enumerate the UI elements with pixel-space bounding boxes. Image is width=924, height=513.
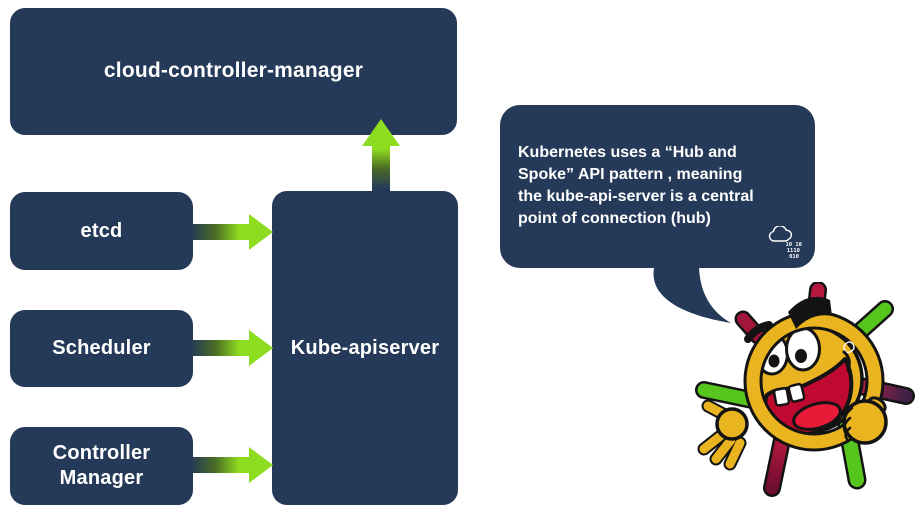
mascot-eyes <box>755 326 821 376</box>
speech-bubble-text: Kubernetes uses a “Hub and Spoke” API pa… <box>518 142 754 230</box>
speech-bubble-line: point of connection (hub) <box>518 210 711 227</box>
node-controller-manager: Controller Manager <box>10 427 193 505</box>
arrow-etcd-to-kube-apiserver <box>191 214 273 250</box>
speech-bubble-line: Spoke” API pattern , meaning <box>518 166 743 183</box>
speech-bubble-line: the kube-api-server is a central <box>518 188 754 205</box>
mascot-eyebrows <box>744 296 832 343</box>
node-label: Controller Manager <box>52 442 151 489</box>
arrow-head-icon <box>249 330 273 366</box>
arrow-shaft <box>372 144 390 195</box>
arrow-shaft <box>191 457 251 473</box>
mascot-right-hand <box>842 396 888 445</box>
node-etcd: etcd <box>10 192 193 270</box>
arrow-head-icon <box>362 119 400 146</box>
node-scheduler: Scheduler <box>10 310 193 387</box>
binary-digits-row: 010 <box>789 254 799 260</box>
speech-bubble-tail <box>653 264 731 323</box>
arrow-head-icon <box>249 447 273 483</box>
arrow-controller-manager-to-kube-apiserver <box>191 447 273 483</box>
node-label: etcd <box>80 219 123 242</box>
node-label: Kube-apiserver <box>290 336 440 359</box>
wheel-ring <box>743 310 885 452</box>
node-label: Scheduler <box>52 337 151 359</box>
arrow-shaft <box>191 340 251 356</box>
cloud-binary-icon: 10 10 1110 010 <box>768 226 802 260</box>
arrow-shaft <box>191 224 251 240</box>
speech-bubble-line: Kubernetes uses a “Hub and <box>518 144 737 161</box>
mascot-left-hand <box>697 399 749 471</box>
node-label: cloud-controller-manager <box>103 59 364 83</box>
arrow-kube-apiserver-to-cloud-controller-manager <box>362 119 400 195</box>
node-cloud-controller-manager: cloud-controller-manager <box>10 8 457 135</box>
speech-bubble: Kubernetes uses a “Hub and Spoke” API pa… <box>500 105 815 268</box>
arrow-scheduler-to-kube-apiserver <box>191 330 273 366</box>
node-kube-apiserver: Kube-apiserver <box>272 191 458 505</box>
arrow-head-icon <box>249 214 273 250</box>
kubernetes-wheel-mascot <box>695 282 915 497</box>
binary-digits-row: 1110 <box>787 248 800 254</box>
binary-digits-row: 10 10 <box>785 242 802 248</box>
